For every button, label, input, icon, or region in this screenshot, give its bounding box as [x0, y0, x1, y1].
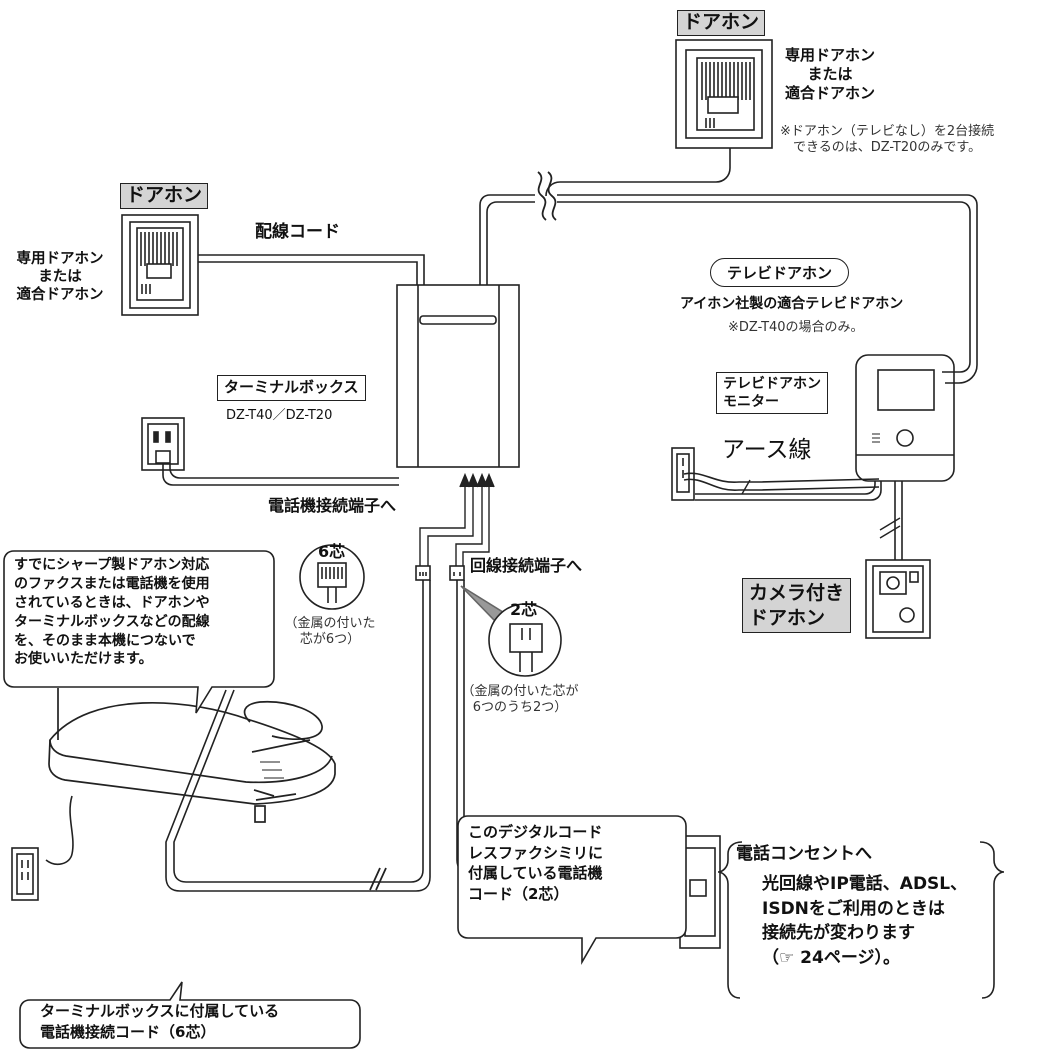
outlet-note-bracket	[717, 841, 1005, 999]
wiring-cord-label: 配線コード	[255, 222, 340, 242]
plug6-note: （金属の付いた 芯が6つ）	[284, 616, 376, 648]
door-left-desc: 専用ドアホン または 適合ドアホン	[16, 251, 104, 304]
terminal-box-unit	[396, 284, 520, 468]
outlet-note-title: 電話コンセントへ	[736, 844, 872, 864]
terminal-box-model: DZ-T40／DZ-T20	[226, 408, 333, 423]
fax-wall-outlet	[11, 847, 39, 901]
camera-doorphone-unit	[865, 559, 931, 639]
fax-machine	[48, 688, 336, 823]
outlet-note-body: 光回線やIP電話、ADSL、 ISDNをご利用のときは 接続先が変わります （☞…	[762, 874, 968, 968]
tv-doorphone-maker: アイホン社製の適合テレビドアホン	[680, 296, 904, 312]
door-left-header: ドアホン	[120, 183, 209, 209]
plug2-label: 2芯	[510, 600, 538, 619]
bubble-sharp-shape	[3, 550, 275, 714]
door-left-unit	[121, 214, 199, 316]
bubble-cord-shape	[457, 815, 687, 965]
door-top-note: ※ドアホン（テレビなし）を2台接続 できるのは、DZ-T20のみです。	[780, 124, 995, 156]
door-top-desc: 専用ドアホン または 適合ドアホン	[784, 46, 875, 102]
door-top-header: ドアホン	[677, 10, 766, 36]
tv-doorphone-pill: テレビドアホン	[710, 258, 850, 287]
plug6-label: 6芯	[318, 542, 346, 561]
bubble-sharp-text: すでにシャープ製ドアホン対応 のファクスまたは電話機を使用 されているときは、ド…	[14, 557, 210, 668]
earth-wire-label: アース線	[722, 437, 812, 463]
camera-doorphone-label: カメラ付き ドアホン	[742, 578, 852, 634]
bubble-terminal-cord-shape	[19, 981, 361, 1049]
tv-doorphone-note: ※DZ-T40の場合のみ。	[728, 320, 864, 335]
tv-monitor-label: テレビドアホン モニター	[716, 372, 828, 415]
line-terminal-label: 回線接続端子へ	[470, 556, 583, 575]
tv-monitor-unit	[855, 354, 955, 482]
left-wall-outlet	[141, 417, 185, 471]
door-top-unit	[675, 39, 773, 149]
phone-terminal-label: 電話機接続端子へ	[268, 496, 397, 515]
terminal-box-label: ターミナルボックス	[217, 375, 366, 401]
bubble-terminal-cord-text: ターミナルボックスに付属している 電話機接続コード（6芯）	[40, 1002, 280, 1041]
bubble-cord-text: このデジタルコード レスファクシミリに 付属している電話機 コード（2芯）	[468, 823, 604, 904]
plug2-note: （金属の付いた芯が 6つのうち2つ）	[461, 684, 579, 716]
